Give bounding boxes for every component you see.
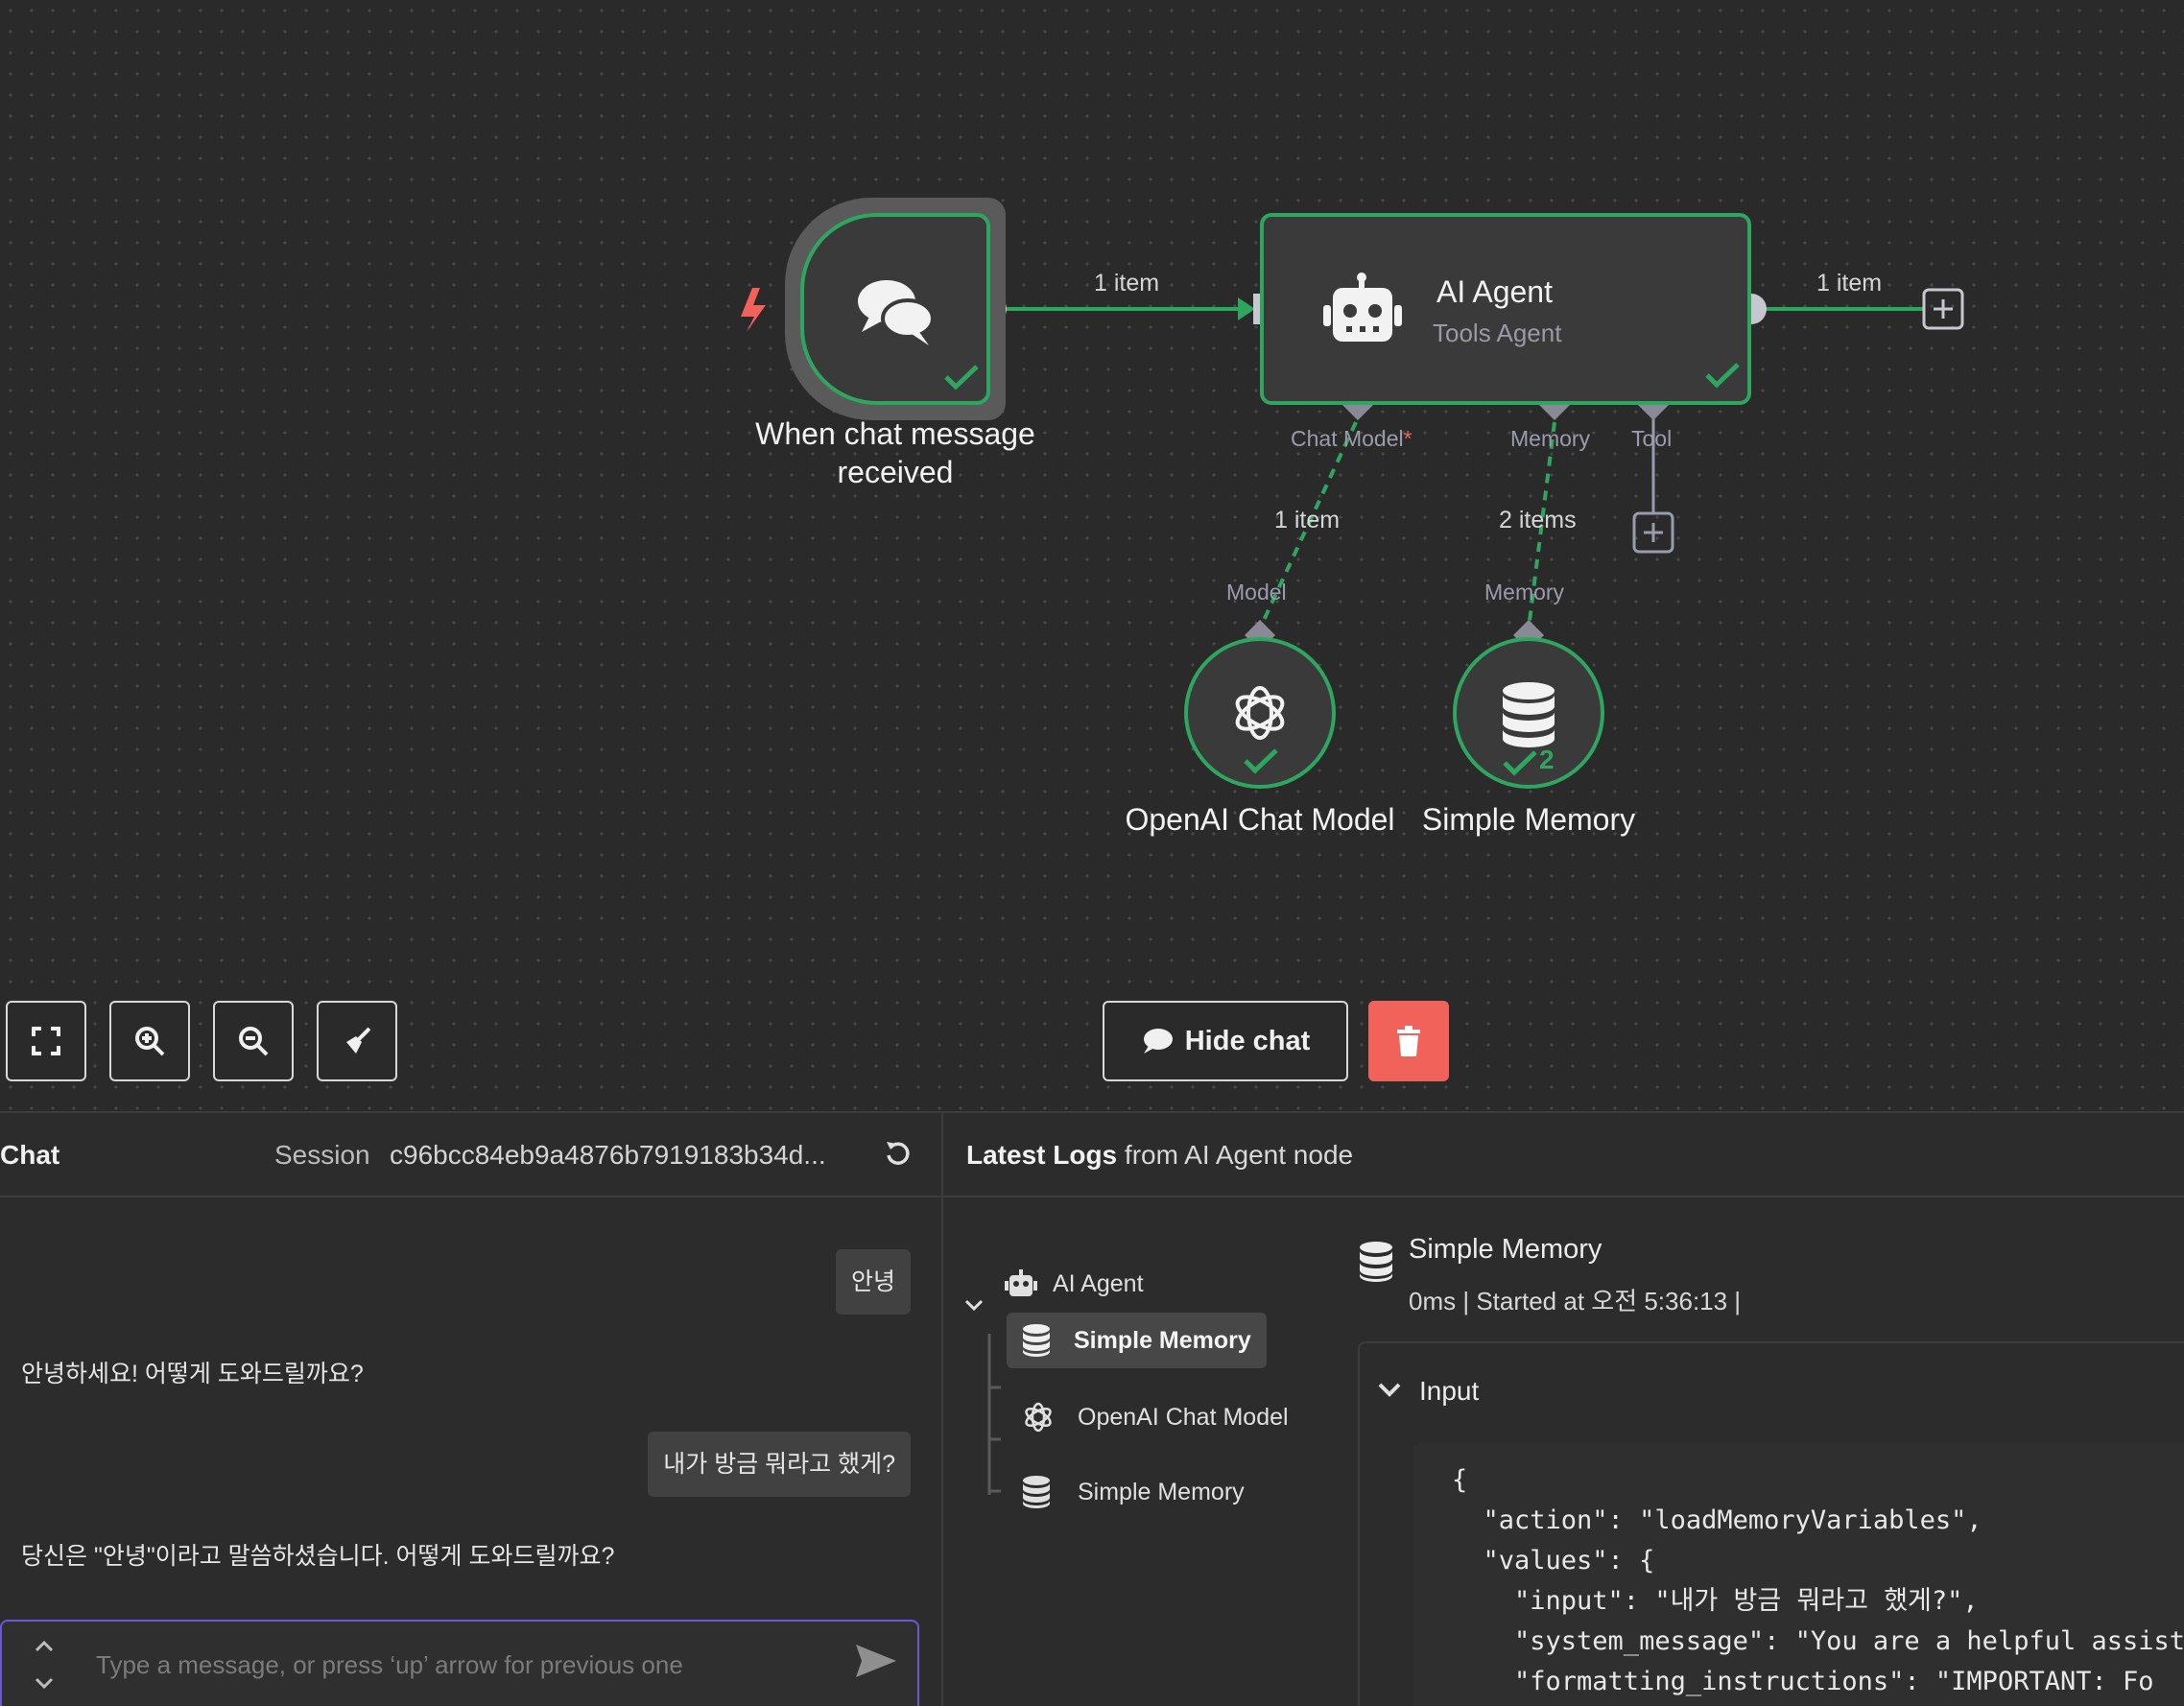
chat-message-bot: 안녕하세요! 어떻게 도와드릴까요? [21,1361,364,1387]
tidy-up-button[interactable] [317,1001,397,1081]
workflow-canvas[interactable]: When chat message received AI Agent Tool… [0,0,2184,1111]
log-tree-item-openai-chat-model[interactable]: OpenAI Chat Model [1022,1389,1289,1445]
openai-node-title: OpenAI Chat Model [1125,802,1395,837]
log-detail-meta: 0ms | Started at 오전 5:36:13 | [1409,1287,1742,1315]
clear-execution-button[interactable] [1368,1001,1449,1081]
trigger-node[interactable] [800,213,990,405]
plus-icon [1644,523,1663,542]
bottom-panel: Chat Session c96bcc84eb9a4876b7919183b34… [0,1111,2184,1706]
log-tree-item-ai-agent[interactable]: AI Agent [993,1255,1155,1313]
openai-icon [1235,686,1285,740]
chat-bubbles-icon [858,280,935,345]
edge-arrow [1238,297,1255,320]
database-icon [1360,1242,1392,1282]
success-check-icon [944,365,979,391]
logs-title: Latest Logs from AI Agent node [966,1140,1354,1170]
tree-item-label: Simple Memory [1074,1326,1251,1354]
logs-header: Latest Logs from AI Agent node [943,1113,2184,1197]
session-label: Session [274,1140,370,1170]
edge-model[interactable] [1258,421,1358,629]
plus-icon [1934,299,1953,319]
tree-lines [964,1299,1001,1495]
success-check-icon [1705,363,1740,389]
code-line: "action": "loadMemoryVariables", [1452,1505,1982,1535]
fit-view-icon [32,1027,60,1055]
database-icon [1503,682,1555,747]
chat-title: Chat [0,1140,60,1170]
add-node-button[interactable] [1922,288,1964,330]
chat-message-input[interactable] [94,1645,827,1685]
chat-bubble-icon [1143,1029,1173,1054]
add-tool-button[interactable] [1632,511,1674,554]
input-section-title[interactable]: Input [1419,1376,1480,1406]
chat-panel: Chat Session c96bcc84eb9a4876b7919183b34… [0,1113,943,1706]
port-label-memory: Memory [1510,426,1591,451]
tree-item-label: AI Agent [1053,1269,1144,1297]
hide-chat-button[interactable]: Hide chat [1103,1001,1348,1081]
input-section: Input { "action": "loadMemoryVariables",… [1358,1341,2184,1706]
openai-chat-model-node[interactable] [1184,637,1336,789]
agent-subtitle: Tools Agent [1433,319,1562,347]
edge-label-memory: 2 items [1499,507,1577,533]
tree-item-label: Simple Memory [1078,1478,1245,1505]
logs-panel: Latest Logs from AI Agent node AI Agent [943,1113,2184,1706]
code-line: "system_message": "You are a helpful ass… [1452,1626,2184,1656]
port-label-chat-model: Chat Model* [1291,426,1412,451]
database-icon [1023,1476,1050,1508]
database-icon [1023,1324,1050,1357]
chevron-down-icon[interactable] [1377,1382,1402,1399]
edge-label-trigger-agent: 1 item [1094,270,1160,296]
robot-icon [1005,1269,1037,1296]
chat-message-user: 안녕 [835,1249,911,1315]
edge-label-agent-out: 1 item [1816,270,1883,296]
code-line: "values": { [1452,1546,1655,1576]
input-json-viewer: { "action": "loadMemoryVariables", "valu… [1413,1443,2184,1706]
edge-label-model: 1 item [1274,507,1341,533]
memory-node-title: Simple Memory [1421,802,1636,837]
log-detail-title: Simple Memory [1409,1234,1602,1265]
zoom-out-icon [239,1027,269,1056]
hide-chat-label: Hide chat [1184,1025,1311,1056]
port-label-tool: Tool [1631,426,1673,451]
send-icon[interactable] [854,1643,898,1679]
port-label-model: Model [1226,580,1287,604]
session-id[interactable]: c96bcc84eb9a4876b7919183b34d... [390,1140,826,1170]
simple-memory-node[interactable]: 2 [1453,637,1604,789]
code-line: { [1452,1465,1468,1495]
log-tree-item-simple-memory-selected[interactable]: Simple Memory [1007,1313,1267,1368]
chat-input-box[interactable] [0,1620,919,1706]
edge-memory[interactable] [1527,421,1556,629]
port-label-memory-node: Memory [1484,580,1565,604]
success-check-icon [1503,750,1537,776]
trash-icon [1397,1026,1420,1056]
robot-icon [1323,272,1402,342]
connections-layer [741,288,1964,651]
run-count: 2 [1539,745,1555,774]
code-line: "input": "내가 방금 뭐라고 했게?", [1452,1586,1979,1616]
log-tree-item-simple-memory[interactable]: Simple Memory [1022,1464,1245,1520]
code-line: "formatting_instructions": "IMPORTANT: F… [1452,1667,2154,1696]
agent-title: AI Agent [1436,274,1553,309]
zoom-in-button[interactable] [109,1001,190,1081]
history-arrows-icon[interactable] [33,1639,56,1696]
ai-agent-node[interactable]: AI Agent Tools Agent [1260,213,1751,405]
zoom-out-button[interactable] [213,1001,294,1081]
tidy-up-icon [346,1027,371,1054]
success-check-icon [1244,748,1278,774]
trigger-bolt-icon [741,288,766,332]
chat-message-user: 내가 방금 뭐라고 했게? [648,1432,911,1497]
fit-view-button[interactable] [6,1001,86,1081]
tree-item-label: OpenAI Chat Model [1078,1403,1289,1431]
refresh-session-icon[interactable] [883,1138,914,1169]
trigger-node-title: When chat message received [755,416,1035,489]
zoom-in-icon [135,1027,165,1056]
chat-message-bot: 당신은 "안녕"이라고 말씀하셨습니다. 어떻게 도와드릴까요? [21,1543,615,1570]
openai-icon [1025,1402,1052,1433]
chat-header: Chat Session c96bcc84eb9a4876b7919183b34… [0,1113,941,1197]
